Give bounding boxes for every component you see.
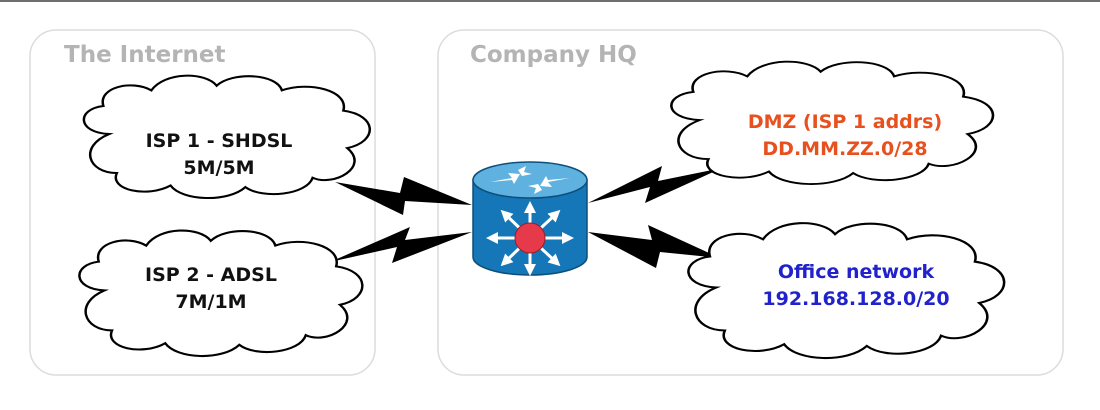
internet-zone-title: The Internet — [64, 42, 226, 68]
isp1-cloud-line1: ISP 1 - SHDSL — [146, 130, 293, 152]
top-border — [0, 0, 1100, 2]
hq-zone-title: Company HQ — [470, 42, 637, 68]
link-isp2-router — [330, 227, 472, 263]
lightning-link-icon — [588, 166, 722, 203]
lightning-link-icon — [335, 177, 472, 215]
router-hub — [514, 222, 546, 254]
isp1-cloud-line2: 5M/5M — [183, 157, 254, 179]
lightning-link-icon — [588, 225, 720, 268]
router-icon — [472, 161, 588, 276]
isp2-cloud-line2: 7M/1M — [175, 291, 246, 313]
office-cloud-line2: 192.168.128.0/20 — [762, 288, 949, 310]
link-router-dmz — [588, 166, 722, 203]
router-top-arrows-icon — [490, 166, 570, 194]
link-router-office — [588, 225, 720, 268]
lightning-link-icon — [330, 227, 472, 263]
dmz-cloud-line1: DMZ (ISP 1 addrs) — [748, 111, 942, 133]
isp2-cloud-line1: ISP 2 - ADSL — [145, 264, 277, 286]
link-isp1-router — [335, 177, 472, 215]
dmz-cloud-line2: DD.MM.ZZ.0/28 — [762, 138, 927, 160]
office-cloud-line1: Office network — [778, 261, 935, 283]
